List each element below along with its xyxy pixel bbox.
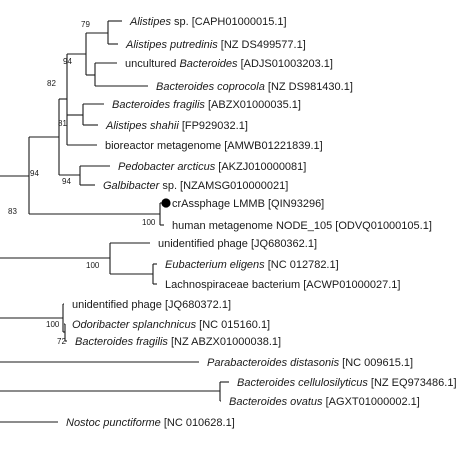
- leaf-label-bacteroides-fragilis-2: Bacteroides fragilis [NZ ABZX01000038.1]: [75, 336, 281, 348]
- leaf-label-bacteroides-cellulosilyticus: Bacteroides cellulosilyticus [NZ EQ97348…: [237, 377, 457, 389]
- support-value-node-fragilis-shahii: 81: [58, 119, 67, 128]
- support-value-node-pedobacter-galbibacter: 94: [62, 177, 71, 186]
- support-values: 79 94 82 81 94 94 100 83 100 100 72: [8, 20, 156, 346]
- support-value-node-bacteroides-group: 94: [63, 57, 72, 66]
- support-value-node-large-clade: 82: [47, 79, 56, 88]
- support-value-node-upper-main: 94: [30, 169, 39, 178]
- support-value-node-root-upper: 83: [8, 207, 17, 216]
- leaf-label-parabacteroides-distasonis: Parabacteroides distasonis [NC 009615.1]: [207, 357, 413, 369]
- leaf-label-human-metagenome: human metagenome NODE_105 [ODVQ01000105.…: [172, 220, 432, 232]
- support-value-node-eubacterium-group: 100: [86, 261, 100, 270]
- leaf-label-galbibacter-sp: Galbibacter sp. [NZAMSG010000021]: [103, 180, 288, 192]
- leaf-label-alistipes-shahii: Alistipes shahii [FP929032.1]: [105, 120, 248, 132]
- leaf-label-lachnospiraceae: Lachnospiraceae bacterium [ACWP01000027.…: [165, 279, 400, 291]
- leaf-label-bacteroides-ovatus: Bacteroides ovatus [AGXT01000002.1]: [229, 396, 420, 408]
- tree-branches: [0, 20, 229, 423]
- leaf-label-nostoc-punctiforme: Nostoc punctiforme [NC 010628.1]: [66, 417, 235, 429]
- leaf-label-bioreactor-metagenome: bioreactor metagenome [AMWB01221839.1]: [105, 140, 323, 152]
- leaf-label-pedobacter-arcticus: Pedobacter arcticus [AKZJ010000081]: [118, 161, 306, 173]
- leaf-label-odoribacter-splanchnicus: Odoribacter splanchnicus [NC 015160.1]: [72, 319, 270, 331]
- leaf-label-crassphage: crAssphage LMMB [QIN93296]: [172, 198, 324, 210]
- support-value-node-odoribacter-fragilis: 100: [46, 320, 60, 329]
- leaf-label-bacteroides-fragilis-1: Bacteroides fragilis [ABZX01000035.1]: [112, 99, 301, 111]
- leaf-label-unidentified-phage-2: unidentified phage [JQ680372.1]: [72, 299, 231, 311]
- crassphage-marker-icon: [161, 198, 171, 208]
- support-value-node-phage-odoribacter: 72: [57, 337, 66, 346]
- leaf-label-eubacterium-eligens: Eubacterium eligens [NC 012782.1]: [165, 259, 339, 271]
- leaf-label-unidentified-phage-1: unidentified phage [JQ680362.1]: [158, 238, 317, 250]
- leaf-label-uncultured-bacteroides: uncultured Bacteroides [ADJS01003203.1]: [125, 58, 333, 70]
- leaf-label-alistipes-sp: Alistipes sp. [CAPH01000015.1]: [129, 16, 287, 28]
- support-value-node-crassphage-pair: 100: [142, 218, 156, 227]
- leaf-label-alistipes-putredinis: Alistipes putredinis [NZ DS499577.1]: [125, 39, 306, 51]
- leaf-labels: Alistipes sp. [CAPH01000015.1] Alistipes …: [66, 16, 457, 429]
- leaf-label-bacteroides-coprocola: Bacteroides coprocola [NZ DS981430.1]: [156, 81, 353, 93]
- support-value-node-alistipes-pair: 79: [81, 20, 90, 29]
